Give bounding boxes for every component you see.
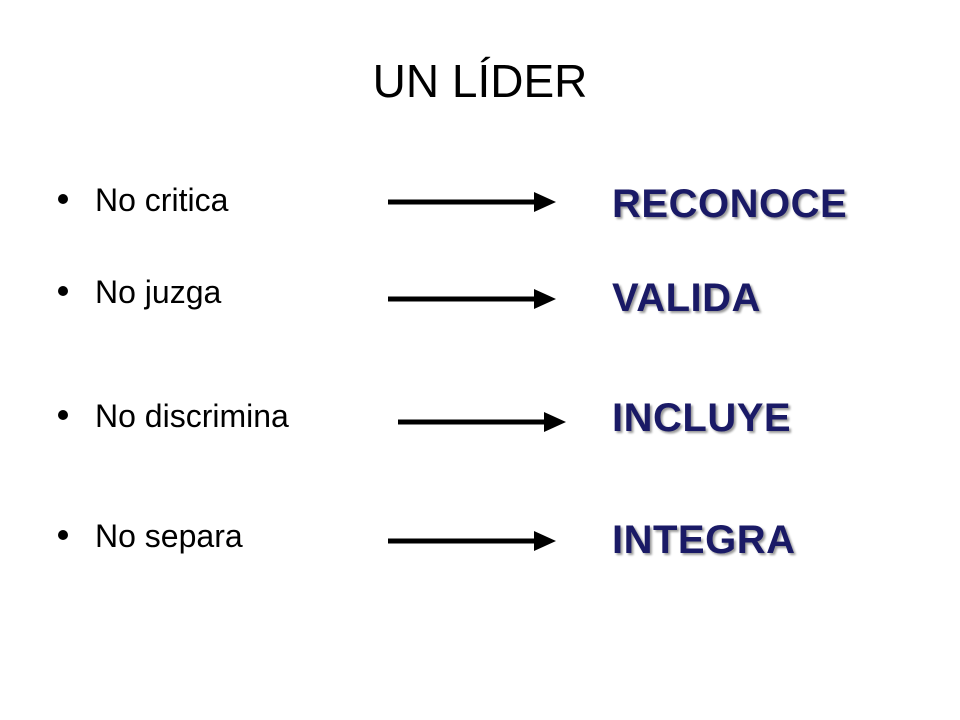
slide-title: UN LÍDER: [372, 55, 588, 107]
bullet-text: No critica: [95, 182, 229, 218]
result-text: INCLUYE: [612, 396, 792, 440]
right-arrow-icon: [398, 412, 566, 432]
result-text: VALIDA: [612, 276, 761, 320]
result-text: INTEGRA: [612, 518, 796, 562]
right-arrow-icon: [388, 289, 556, 309]
bullet-text: No discrimina: [95, 398, 289, 434]
bullet-icon: [58, 194, 68, 204]
list-item: No discrimina INCLUYE: [0, 392, 960, 452]
bullet-icon: [58, 530, 68, 540]
result-text: RECONOCE: [612, 182, 848, 226]
right-arrow-icon: [388, 531, 556, 551]
bullet-text: No separa: [95, 518, 243, 554]
bullet-icon: [58, 410, 68, 420]
list-item: No critica RECONOCE: [0, 176, 960, 236]
bullet-text: No juzga: [95, 274, 222, 310]
list-item: No juzga VALIDA: [0, 268, 960, 328]
bullet-icon: [58, 286, 68, 296]
right-arrow-icon: [388, 192, 556, 212]
list-item: No separa INTEGRA: [0, 512, 960, 572]
